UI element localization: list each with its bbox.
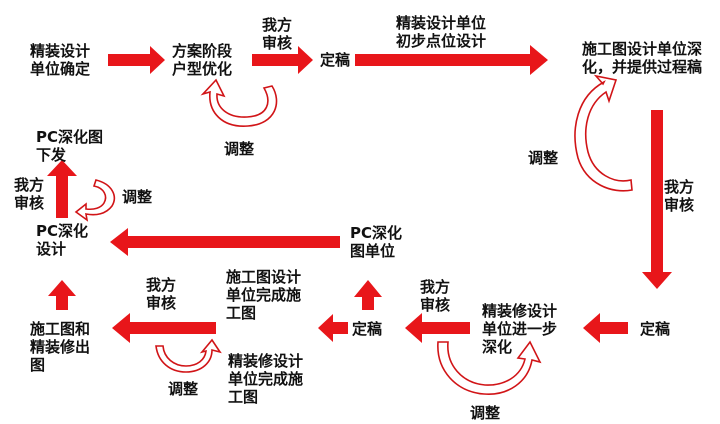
- arrow-further-deepen-to-finalize3: [405, 313, 470, 343]
- adjust-loop-3: [437, 340, 542, 395]
- label-adjust-1: 调整: [224, 140, 255, 158]
- arrow-finalize3-to-complete: [318, 314, 348, 342]
- arrow-finalize3-to-pc-unit: [354, 280, 382, 310]
- node-finalize-3: 定稿: [352, 320, 383, 338]
- arrow-pc-unit-to-pc-design: [110, 228, 340, 256]
- arrow-drawing-to-finalize-2: [642, 110, 672, 289]
- node-construction-unit-complete: 施工图设计 单位完成施 工图: [226, 268, 302, 322]
- node-finish-unit-complete: 精装修设计 单位完成施 工图: [228, 352, 304, 406]
- node-pc-design: PC深化 设计: [36, 222, 89, 258]
- arrow-drawings-out-to-pc-design: [48, 280, 76, 310]
- label-adjust-5: 调整: [122, 188, 153, 206]
- adjust-loop-5: [74, 179, 116, 222]
- label-adjust-2: 调整: [528, 149, 559, 167]
- node-review-2: 我方 审核: [664, 178, 695, 214]
- adjust-loop-4: [155, 338, 222, 373]
- node-review-5: 我方 审核: [14, 176, 45, 212]
- node-finish-unit-further-deepen: 精装修设计 单位进一步 深化: [482, 302, 558, 356]
- node-pc-issue: PC深化图 下发: [36, 128, 104, 164]
- adjust-loop-1: [200, 78, 278, 127]
- arrow-pc-design-to-pc-issue: [47, 160, 77, 218]
- adjust-loop-2: [574, 74, 633, 192]
- node-finish-unit-initial-points: 精装设计单位 初步点位设计: [396, 14, 487, 50]
- arrow-finalize2-to-further-deepen: [583, 313, 628, 343]
- node-drawings-out: 施工图和 精装修出 图: [30, 320, 91, 374]
- arrow-complete-to-drawings-out: [112, 313, 216, 343]
- node-scheme-stage: 方案阶段 户型优化: [172, 42, 233, 78]
- arrow-finalize-to-initial-points: [355, 45, 548, 75]
- node-finalize-1: 定稿: [320, 51, 351, 69]
- node-finalize-2: 定稿: [640, 320, 671, 338]
- node-finish-design-unit-confirm: 精装设计 单位确定: [30, 42, 91, 78]
- node-review-1: 我方 审核: [262, 16, 293, 52]
- node-review-3: 我方 审核: [420, 278, 451, 314]
- node-construction-drawing-deepen: 施工图设计单位深 化，并提供过程稿: [582, 40, 703, 76]
- label-adjust-3: 调整: [470, 404, 501, 422]
- node-pc-unit: PC深化 图单位: [350, 224, 403, 260]
- label-adjust-4: 调整: [168, 380, 199, 398]
- node-review-4: 我方 审核: [146, 276, 177, 312]
- arrow-scheme-to-finalize: [252, 46, 313, 74]
- arrow-confirm-to-scheme: [108, 46, 165, 74]
